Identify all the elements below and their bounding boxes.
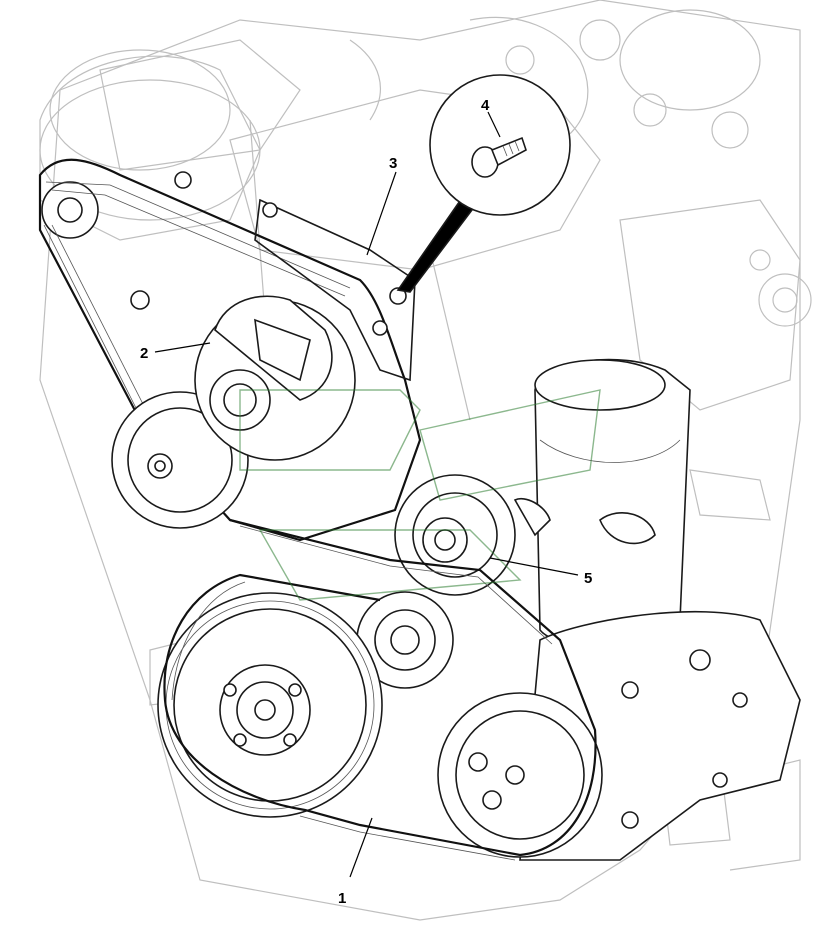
- callout-5: 5: [584, 570, 592, 587]
- mounting-bolt: [174, 171, 192, 189]
- mounting-bracket: [254, 198, 416, 382]
- callout-labels: 1 2 3 4 5: [140, 97, 592, 907]
- mounting-bolt: [130, 290, 150, 310]
- alternator: [39, 55, 261, 310]
- tensioner-bolt: [372, 320, 388, 336]
- bolt-icon: [471, 136, 527, 178]
- lower-idler-pulley: [356, 591, 454, 689]
- callout-2: 2: [140, 345, 148, 362]
- upper-drive-belt: [38, 158, 422, 542]
- compressor-pulley: [437, 692, 603, 858]
- crankshaft-pulley: [157, 592, 383, 818]
- idler-pulley: [394, 474, 516, 596]
- lower-drive-belt: [163, 518, 597, 861]
- watermark-logo: [239, 389, 601, 601]
- callout-1: 1: [338, 890, 346, 907]
- bolt-detail-inset: [396, 74, 571, 293]
- callout-3: 3: [389, 155, 397, 172]
- tensioner-bolt: [389, 287, 407, 305]
- leader-lines: [154, 111, 579, 878]
- belt-tensioner: [194, 287, 407, 461]
- callout-4: 4: [481, 97, 490, 114]
